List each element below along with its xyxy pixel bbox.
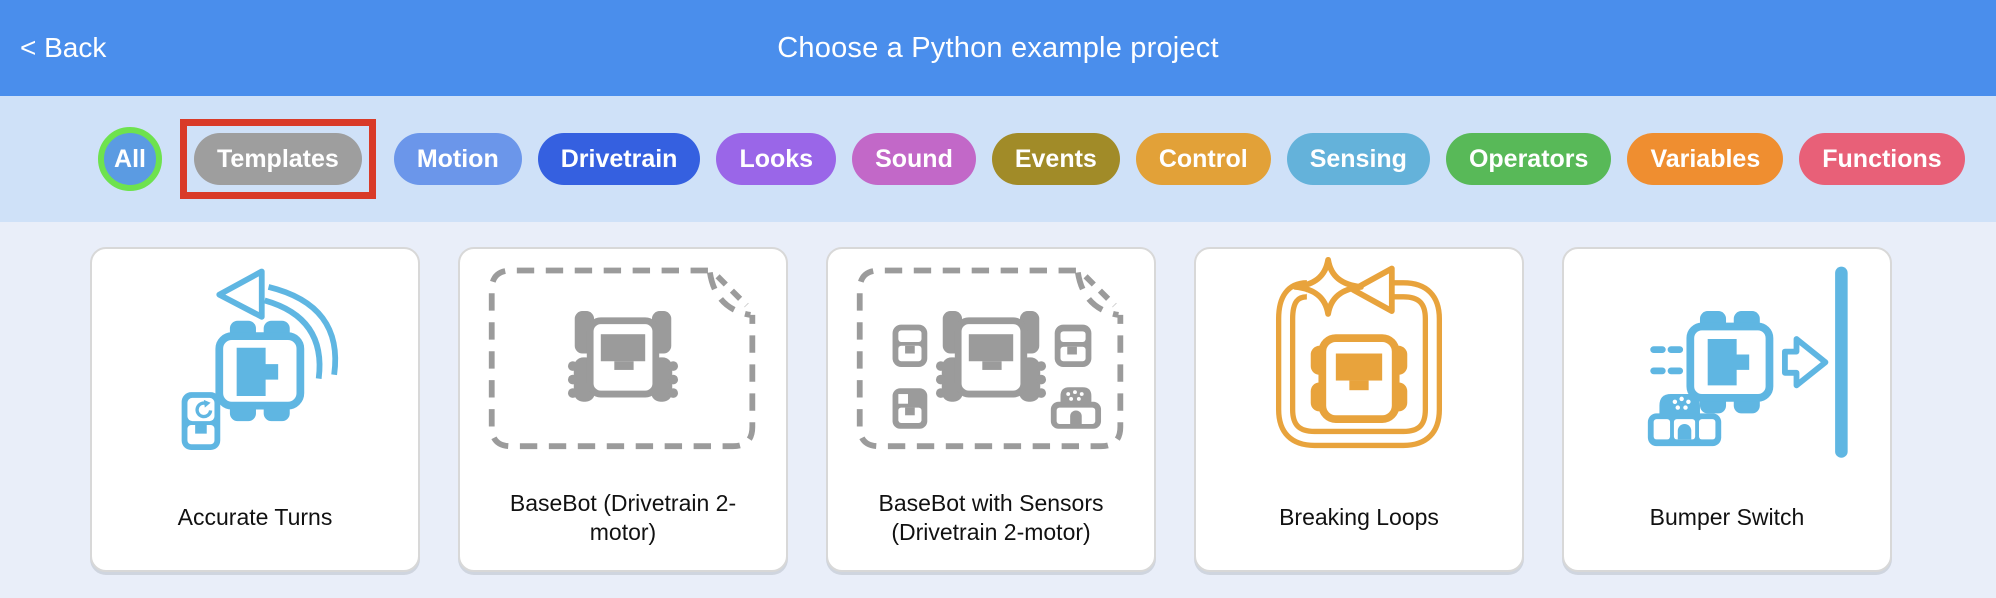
filter-motion[interactable]: Motion bbox=[393, 133, 522, 185]
back-button[interactable]: < Back bbox=[20, 0, 106, 96]
page-title: Choose a Python example project bbox=[777, 31, 1219, 64]
breaking-loops-icon bbox=[1209, 257, 1509, 479]
filter-control[interactable]: Control bbox=[1135, 133, 1271, 185]
filter-templates[interactable]: Templates bbox=[194, 133, 362, 185]
filter-functions[interactable]: Functions bbox=[1799, 133, 1965, 185]
project-card-title: BaseBot (Drivetrain 2-motor) bbox=[509, 489, 737, 545]
filter-sensing[interactable]: Sensing bbox=[1286, 133, 1430, 185]
basebot-template-icon bbox=[473, 257, 773, 479]
project-card-title: BaseBot with Sensors (Drivetrain 2-motor… bbox=[878, 489, 1104, 545]
filter-looks[interactable]: Looks bbox=[716, 133, 837, 185]
project-card-title: Accurate Turns bbox=[177, 504, 333, 531]
filter-events[interactable]: Events bbox=[991, 133, 1120, 185]
filter-drivetrain[interactable]: Drivetrain bbox=[537, 133, 701, 185]
project-card-accurate-turns[interactable]: Accurate Turns bbox=[90, 247, 420, 572]
project-card-grid: Accurate Turns bbox=[0, 222, 1996, 572]
accurate-turns-icon bbox=[105, 257, 405, 479]
project-card-title: Breaking Loops bbox=[1279, 504, 1439, 531]
project-card-breaking-loops[interactable]: Breaking Loops bbox=[1194, 247, 1524, 572]
selection-highlight-box: Templates bbox=[180, 119, 376, 199]
project-card-title: Bumper Switch bbox=[1649, 504, 1805, 531]
filter-operators[interactable]: Operators bbox=[1445, 133, 1612, 185]
filter-bar: All Templates Motion Drivetrain Looks So… bbox=[0, 96, 1996, 222]
title-bar: < Back Choose a Python example project bbox=[0, 0, 1996, 96]
project-card-basebot-with-sensors[interactable]: BaseBot with Sensors (Drivetrain 2-motor… bbox=[826, 247, 1156, 572]
basebot-with-sensors-template-icon bbox=[841, 257, 1141, 479]
project-card-basebot[interactable]: BaseBot (Drivetrain 2-motor) bbox=[458, 247, 788, 572]
bumper-switch-icon bbox=[1577, 257, 1877, 479]
filter-sound[interactable]: Sound bbox=[852, 133, 976, 185]
filter-variables[interactable]: Variables bbox=[1627, 133, 1784, 185]
filter-all[interactable]: All bbox=[98, 127, 162, 191]
project-card-bumper-switch[interactable]: Bumper Switch bbox=[1562, 247, 1892, 572]
